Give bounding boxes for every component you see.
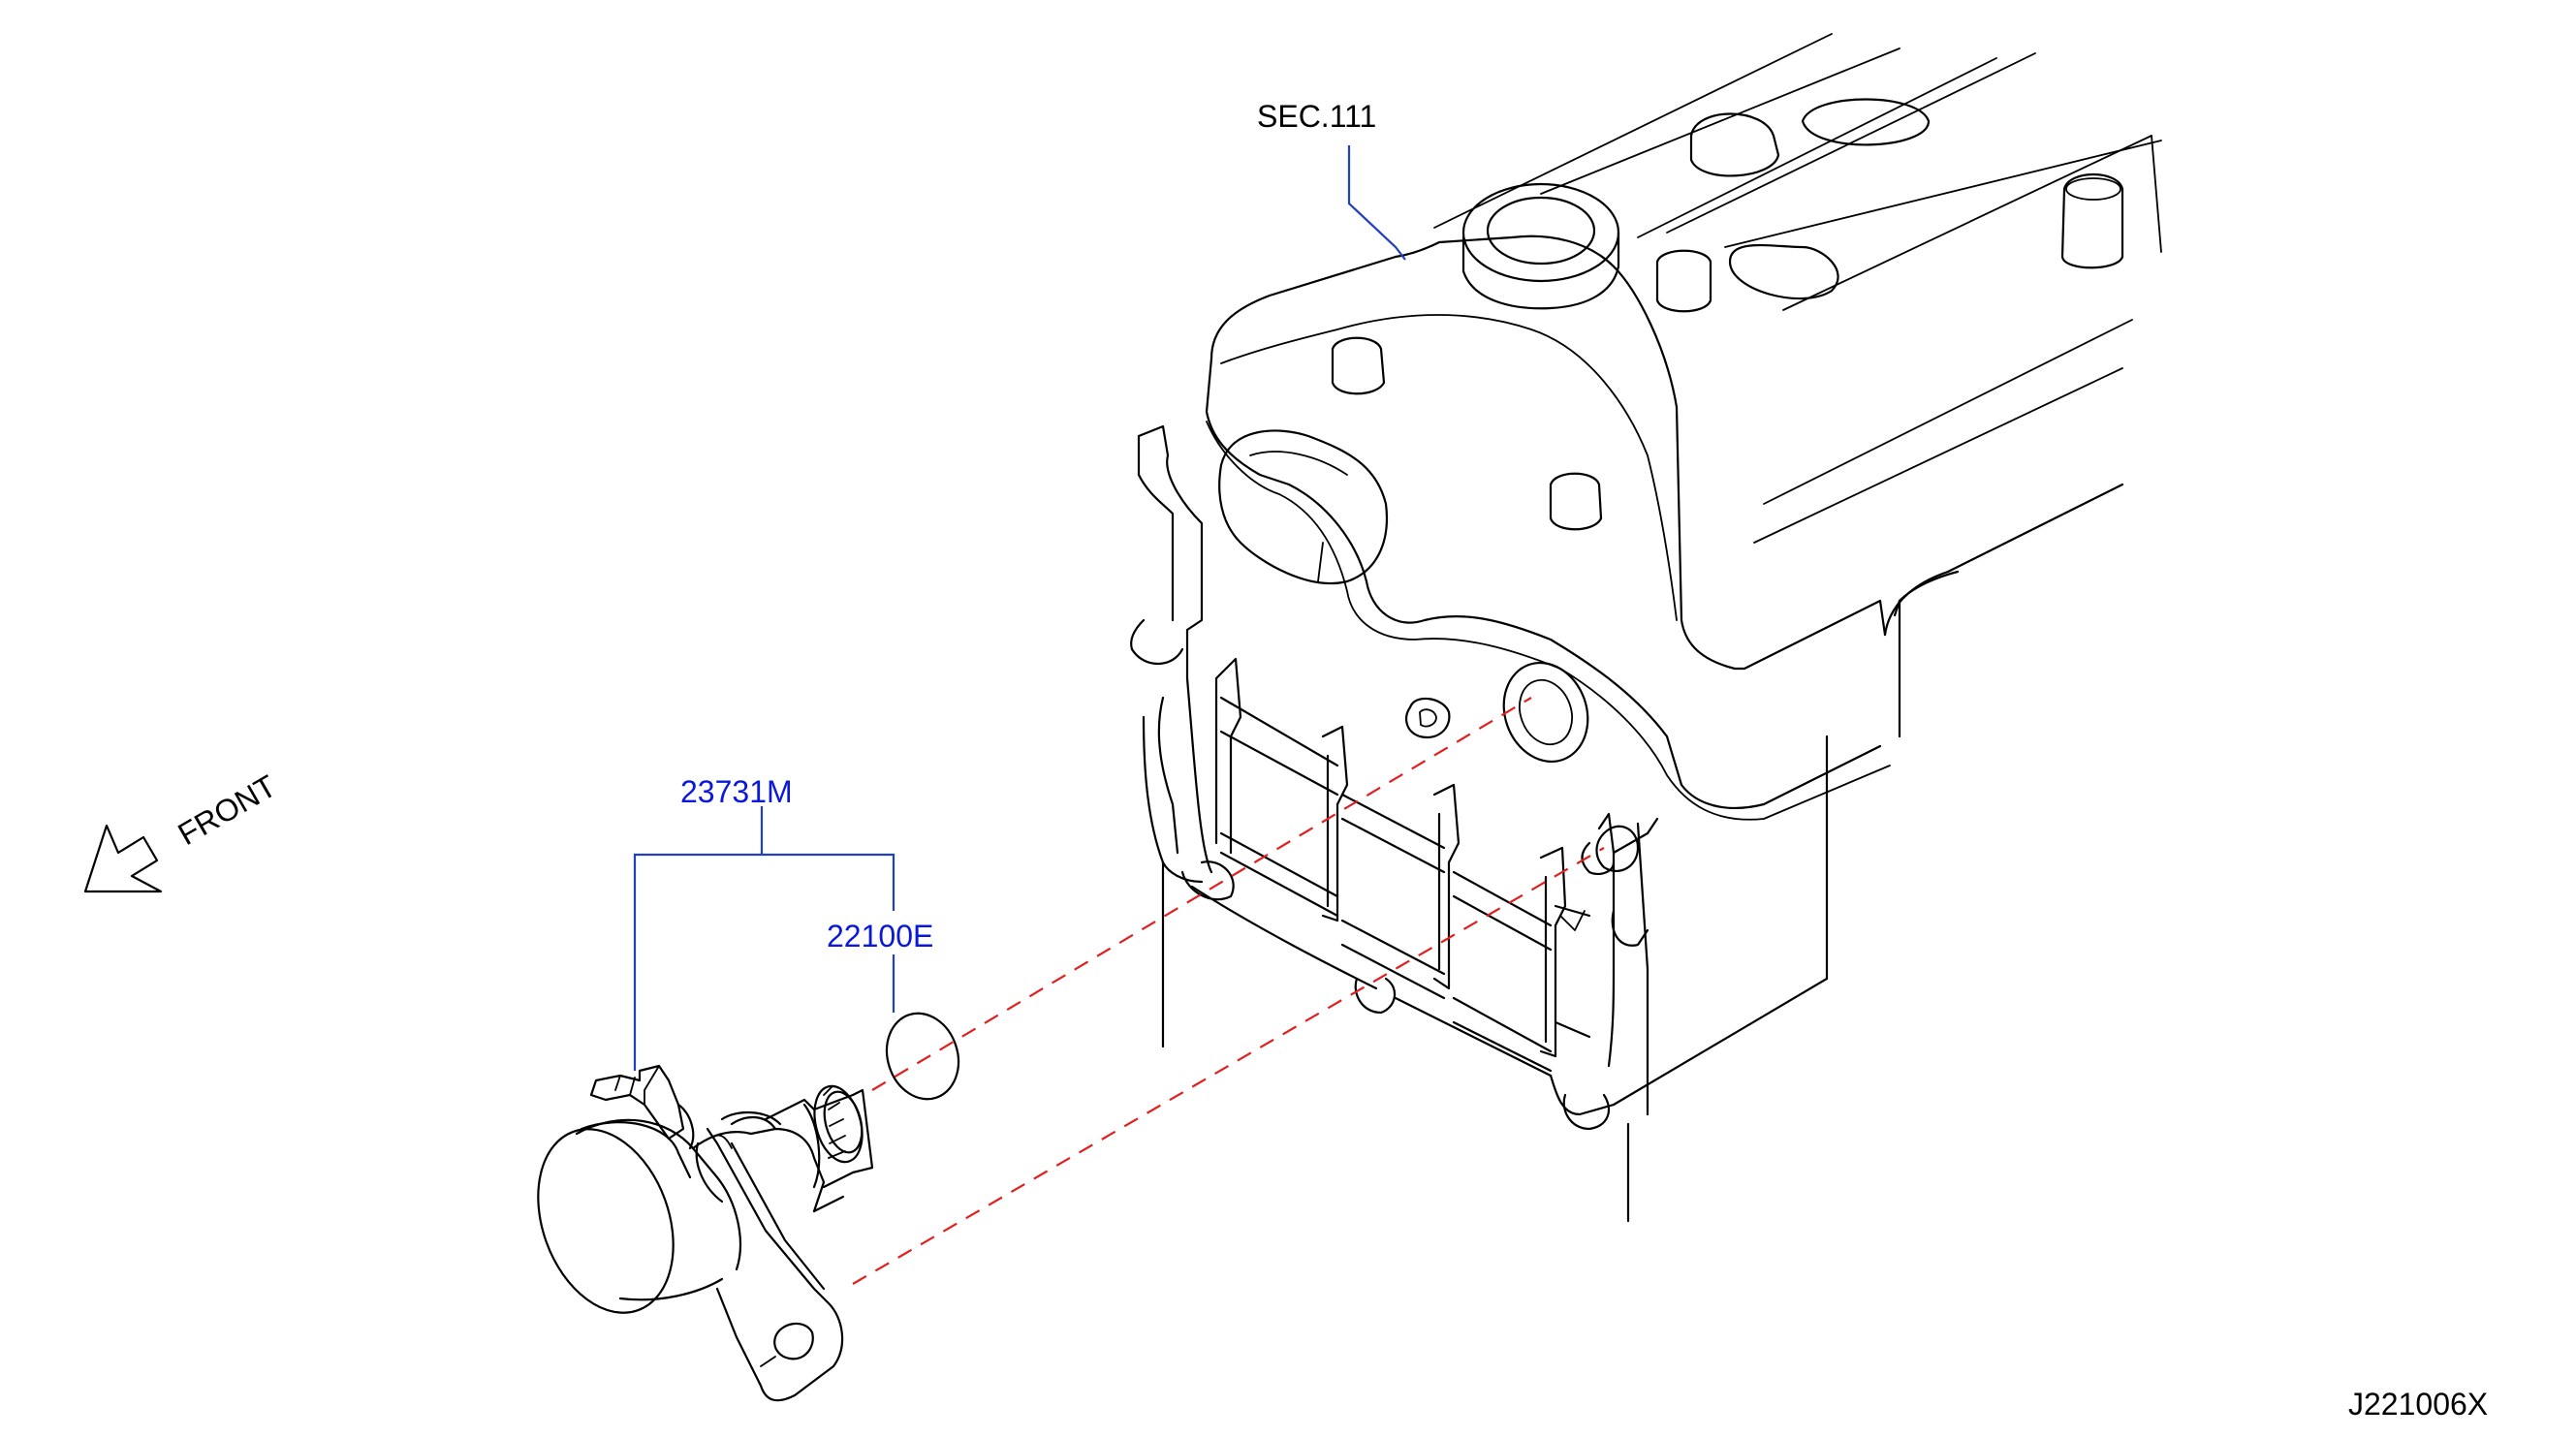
engine-head-drawing [1130, 33, 2162, 1223]
diagram-code: J221006X [2348, 1387, 2488, 1422]
alignment-lines [852, 697, 1605, 1285]
front-direction: FRONT [83, 768, 282, 893]
camshaft-sensor-drawing [537, 1064, 874, 1402]
part-number-23731m[interactable]: 23731M [680, 774, 793, 809]
section-reference-label: SEC.111 [1257, 99, 1376, 134]
leader-lines [633, 145, 1406, 1071]
arrow-front-icon [83, 824, 163, 893]
part-number-22100e[interactable]: 22100E [827, 919, 933, 953]
front-label: FRONT [173, 768, 282, 852]
o-ring-drawing [885, 1012, 960, 1101]
